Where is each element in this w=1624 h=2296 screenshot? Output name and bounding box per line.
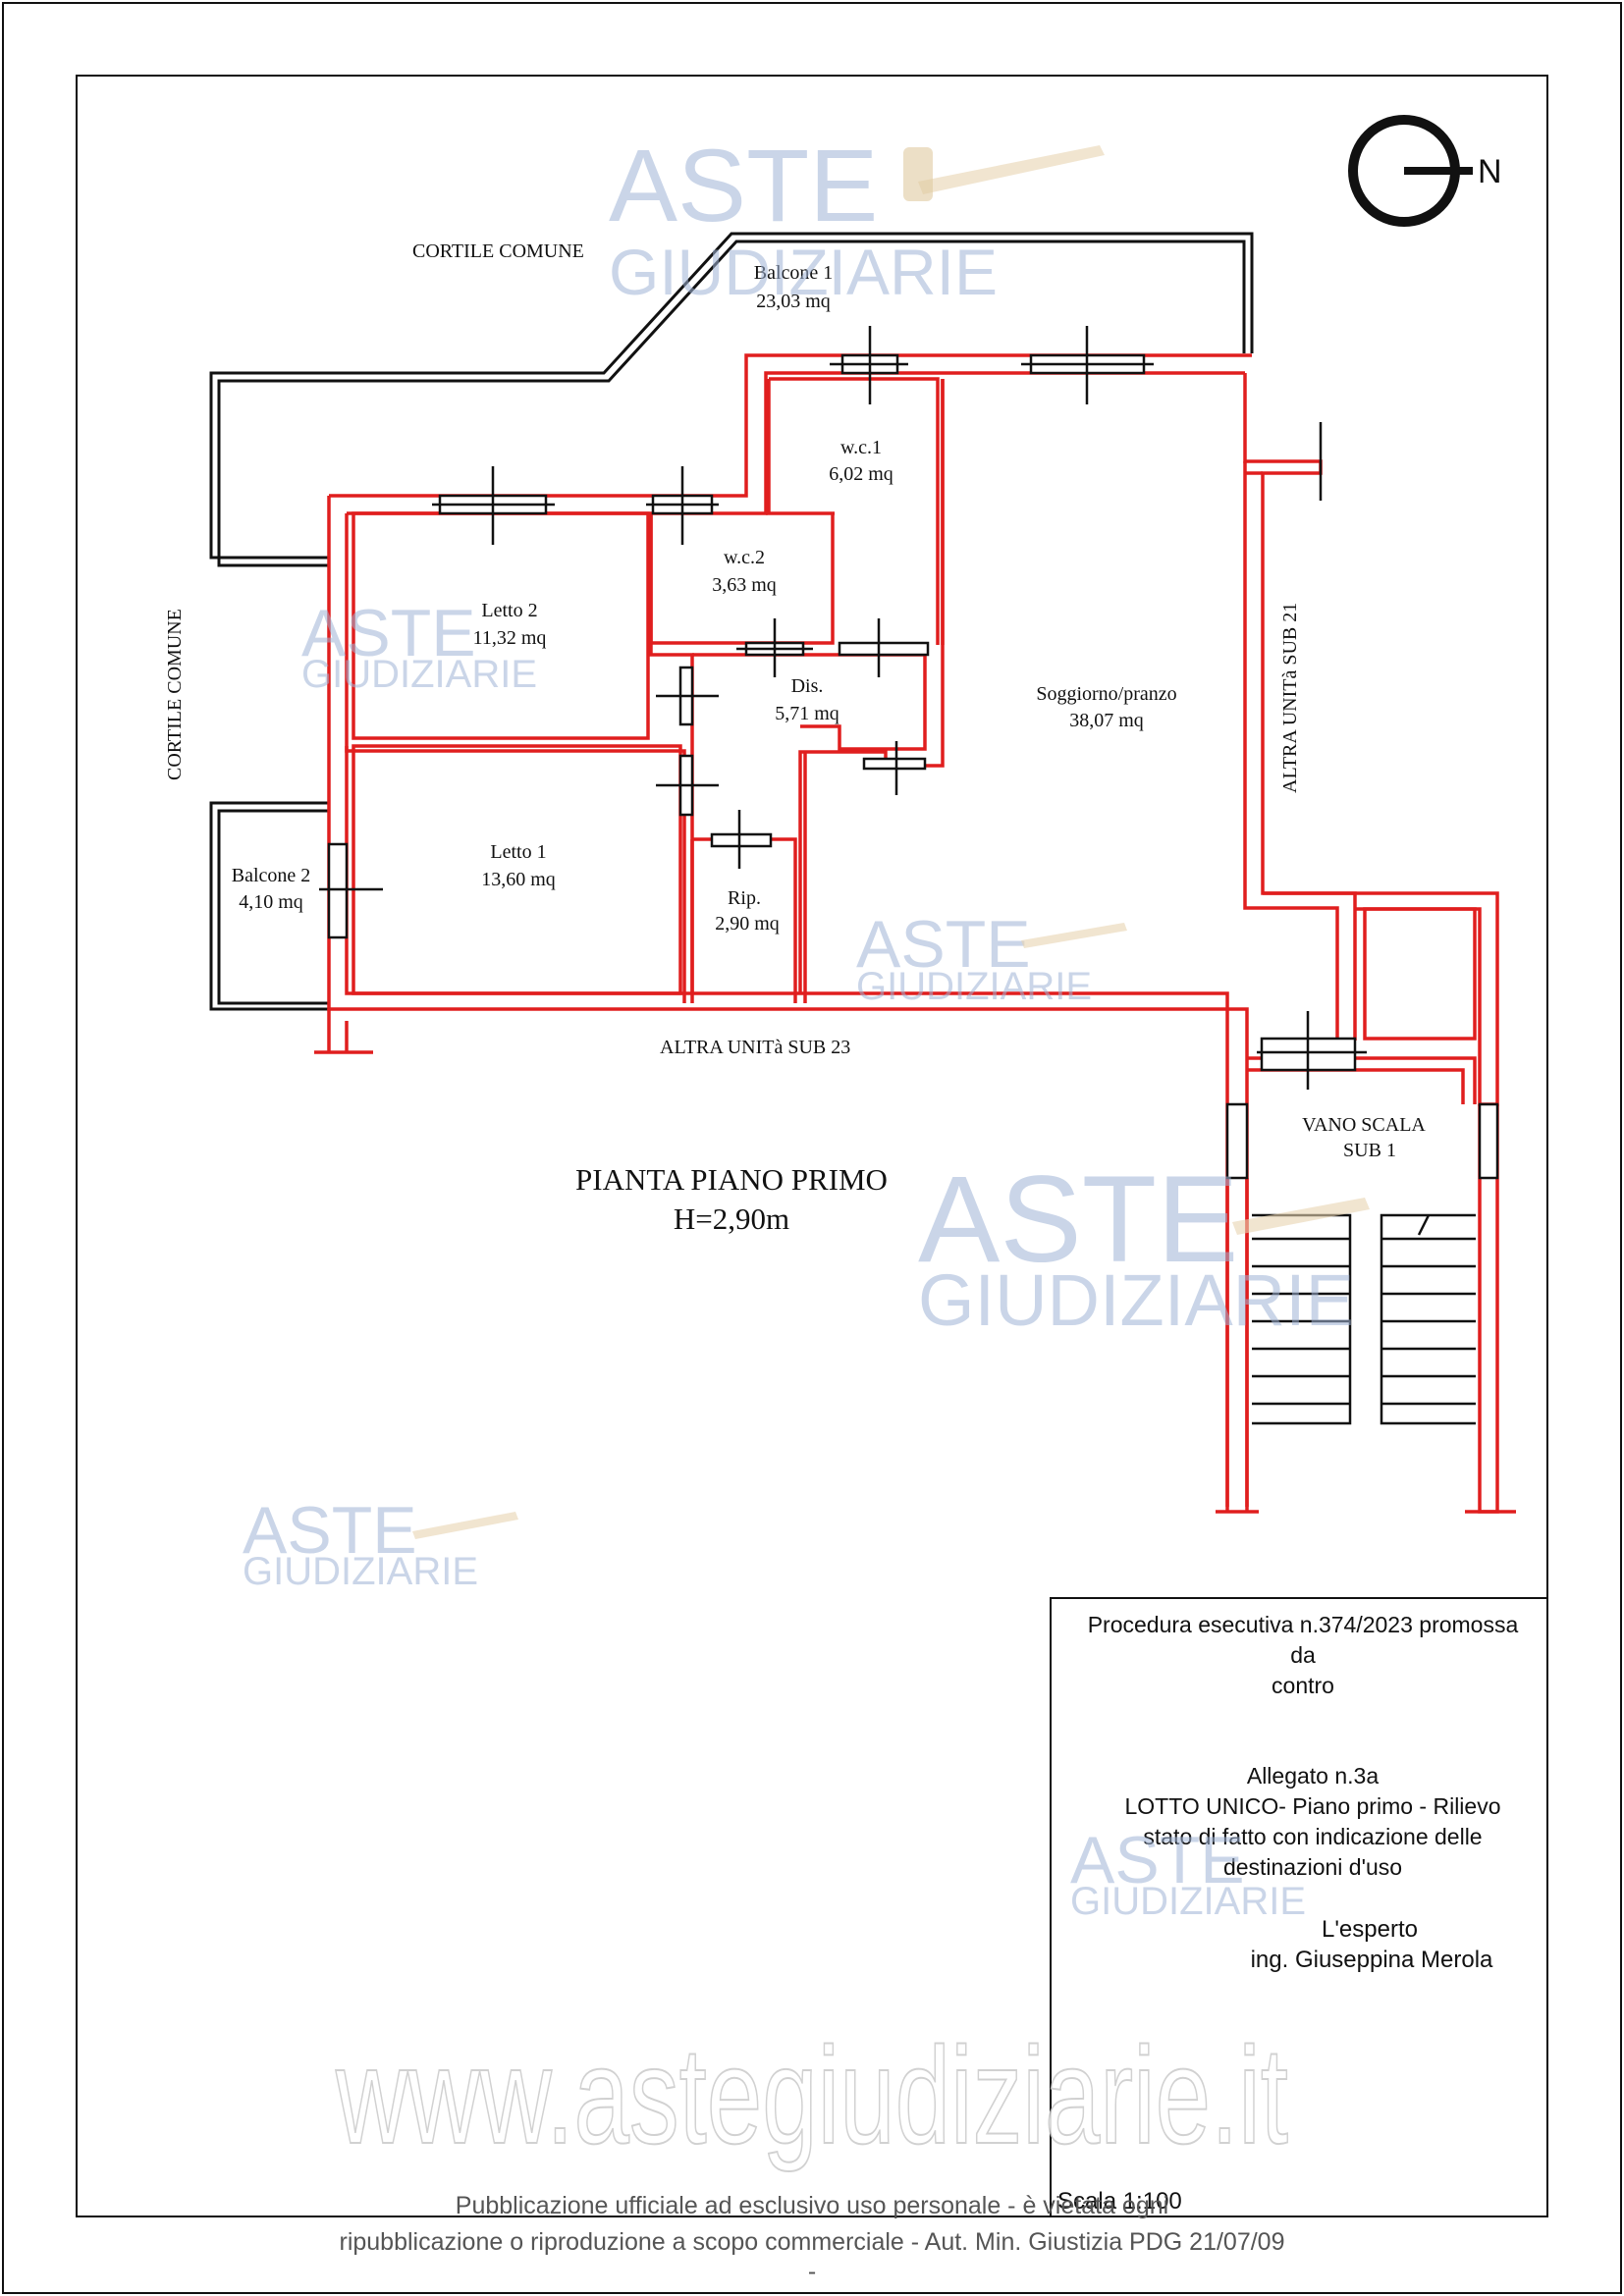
svg-text:ASTE: ASTE: [1070, 1823, 1245, 1897]
room-dis: Dis. 5,71 mq: [775, 675, 839, 724]
destinazioni-line: destinazioni d'uso: [1223, 1854, 1402, 1880]
balcone2-outline: [209, 801, 329, 1011]
openings: [319, 326, 1499, 1180]
watermark-url: www.astegiudiziarie.it: [335, 2018, 1288, 2172]
room-area: 13,60 mq: [481, 869, 556, 890]
room-name: Balcone 1: [754, 262, 834, 284]
watermark-logo: ASTE GIUDIZIARIE: [918, 1151, 1370, 1341]
room-area: 2,90 mq: [715, 913, 780, 934]
watermark-logos: ASTE GIUDIZIARIE ASTE GIUDIZIARIE ASTE G…: [243, 129, 1370, 1923]
room-name: w.c.2: [724, 547, 765, 568]
balcone1-outline: [209, 232, 1254, 567]
footer-line3: -: [808, 2258, 816, 2285]
room-vano-scala: VANO SCALA SUB 1: [1302, 1114, 1426, 1161]
room-rip: Rip. 2,90 mq: [715, 887, 780, 934]
watermark-logo: ASTE GIUDIZIARIE: [856, 907, 1127, 1008]
label-cortile-top: CORTILE COMUNE: [412, 240, 584, 262]
room-name: Letto 1: [490, 841, 546, 863]
title-block: [1050, 1597, 1548, 2217]
room-letto1: Letto 1 13,60 mq: [481, 841, 556, 890]
room-name: Letto 2: [481, 600, 537, 621]
room-name: Soggiorno/pranzo: [1036, 683, 1176, 705]
north-arrow-icon: [1348, 115, 1473, 227]
room-name: Balcone 2: [232, 865, 311, 886]
watermark-logo: ASTE GIUDIZIARIE: [243, 1493, 518, 1593]
svg-text:ASTE: ASTE: [856, 907, 1031, 982]
room-area: 11,32 mq: [473, 627, 547, 649]
plan-title: PIANTA PIANO PRIMO H=2,90m: [575, 1162, 888, 1236]
title-block-text: Procedura esecutiva n.374/2023 promossa …: [1088, 1612, 1519, 1973]
room-wc1: w.c.1 6,02 mq: [829, 437, 893, 485]
room-letto2: Letto 2 11,32 mq: [473, 600, 547, 649]
room-balcone1: Balcone 1 23,03 mq: [754, 262, 834, 312]
room-name: w.c.1: [840, 437, 882, 458]
svg-text:GIUDIZIARIE: GIUDIZIARIE: [856, 965, 1092, 1008]
stato-line: stato di fatto con indicazione delle: [1143, 1824, 1482, 1849]
footer-line2: ripubblicazione o riproduzione a scopo c…: [340, 2228, 1285, 2256]
room-wc2: w.c.2 3,63 mq: [712, 547, 777, 596]
label-altra-sub23: ALTRA UNITà SUB 23: [660, 1037, 850, 1058]
north-label: N: [1478, 153, 1502, 190]
esperto-label: L'esperto: [1322, 1916, 1418, 1943]
svg-text:GIUDIZIARIE: GIUDIZIARIE: [301, 653, 537, 696]
room-name: VANO SCALA: [1302, 1114, 1426, 1136]
esperto-name: ing. Giuseppina Merola: [1251, 1947, 1493, 1973]
plan-title-line1: PIANTA PIANO PRIMO: [575, 1162, 888, 1197]
da-line: da: [1290, 1642, 1316, 1668]
contro-line: contro: [1272, 1673, 1334, 1698]
svg-text:ASTE: ASTE: [243, 1493, 417, 1568]
watermark-logo: ASTE GIUDIZIARIE: [301, 596, 537, 696]
room-soggiorno: Soggiorno/pranzo 38,07 mq: [1036, 683, 1176, 731]
procedura-line: Procedura esecutiva n.374/2023 promossa: [1088, 1612, 1519, 1637]
plan-title-line2: H=2,90m: [674, 1201, 789, 1236]
drawing-frame: [76, 75, 1548, 2217]
svg-text:ASTE: ASTE: [301, 596, 476, 670]
allegato-line: Allegato n.3a: [1247, 1763, 1379, 1789]
svg-text:ASTE: ASTE: [918, 1151, 1238, 1288]
watermark-logo: ASTE GIUDIZIARIE: [1070, 1823, 1306, 1923]
room-name-line2: SUB 1: [1343, 1140, 1396, 1161]
room-name: Dis.: [791, 675, 824, 697]
watermark-logo: ASTE GIUDIZIARIE: [609, 129, 1105, 308]
svg-text:GIUDIZIARIE: GIUDIZIARIE: [1070, 1880, 1306, 1923]
room-name: Rip.: [728, 887, 761, 909]
svg-text:ASTE: ASTE: [609, 129, 878, 243]
svg-text:GIUDIZIARIE: GIUDIZIARIE: [918, 1259, 1354, 1341]
label-altra-sub21: ALTRA UNITà SUB 21: [1279, 603, 1301, 793]
room-area: 5,71 mq: [775, 703, 839, 724]
scale-label: Scala 1:100: [1057, 2188, 1182, 2215]
room-area: 3,63 mq: [712, 574, 777, 596]
label-cortile-left: CORTILE COMUNE: [164, 609, 186, 780]
room-area: 23,03 mq: [756, 291, 831, 312]
room-area: 6,02 mq: [829, 463, 893, 485]
svg-text:GIUDIZIARIE: GIUDIZIARIE: [243, 1550, 478, 1593]
room-area: 4,10 mq: [239, 891, 303, 913]
room-balcone2: Balcone 2 4,10 mq: [232, 865, 311, 913]
footer-line1: Pubblicazione ufficiale ad esclusivo uso…: [456, 2192, 1168, 2219]
footer: Pubblicazione ufficiale ad esclusivo uso…: [340, 2192, 1285, 2285]
lotto-line: LOTTO UNICO- Piano primo - Rilievo: [1125, 1793, 1501, 1819]
svg-text:GIUDIZIARIE: GIUDIZIARIE: [609, 236, 998, 308]
room-area: 38,07 mq: [1069, 710, 1144, 731]
